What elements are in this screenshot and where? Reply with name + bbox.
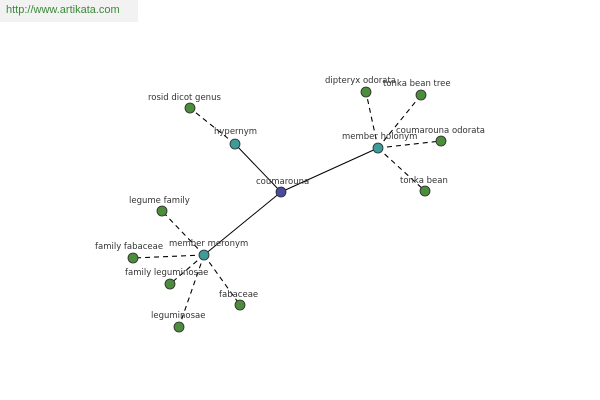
edge-member-meronym-to-legume-family <box>161 210 205 256</box>
edge-member-holonym-to-tonka-bean-tree <box>377 94 422 149</box>
node-label-family-leguminosae[interactable]: family leguminosae <box>125 268 208 278</box>
edge-member-meronym-to-fabaceae <box>203 254 241 306</box>
edge-member-meronym-to-family-leguminosae <box>169 254 205 285</box>
node-label-coumarouna-odorata[interactable]: coumarouna odorata <box>396 126 485 136</box>
edge-member-meronym-to-leguminosae <box>178 254 205 328</box>
edge-coumarouna-to-hypernym <box>234 143 282 193</box>
node-tonka-bean[interactable] <box>419 185 431 197</box>
node-legume-family[interactable] <box>156 205 168 217</box>
edge-hypernym-to-rosid-dicot-genus <box>189 107 236 145</box>
node-coumarouna[interactable] <box>275 186 287 198</box>
node-dipteryx-odorata[interactable] <box>360 86 372 98</box>
graph-nodes <box>127 86 447 333</box>
node-label-tonka-bean-tree[interactable]: tonka bean tree <box>383 79 451 89</box>
edge-member-holonym-to-dipteryx-odorata <box>365 91 379 149</box>
node-label-member-holonym[interactable]: member holonym <box>342 132 417 142</box>
node-rosid-dicot-genus[interactable] <box>184 102 196 114</box>
node-coumarouna-odorata[interactable] <box>435 135 447 147</box>
edge-member-holonym-to-coumarouna-odorata <box>377 140 442 149</box>
node-label-rosid-dicot-genus[interactable]: rosid dicot genus <box>148 93 221 103</box>
edge-coumarouna-to-member-meronym <box>203 191 282 256</box>
node-family-leguminosae[interactable] <box>164 278 176 290</box>
node-label-legume-family[interactable]: legume family <box>129 196 190 206</box>
node-member-meronym[interactable] <box>198 249 210 261</box>
graph-labels: coumarouna hypernym member holonym member m… <box>95 76 485 321</box>
edge-member-holonym-to-tonka-bean <box>377 147 426 192</box>
source-url[interactable]: http://www.artikata.com <box>0 0 138 22</box>
node-label-member-meronym[interactable]: member meronym <box>169 239 248 249</box>
node-label-family-fabaceae[interactable]: family fabaceae <box>95 242 163 252</box>
edge-coumarouna-to-member-holonym <box>280 147 379 193</box>
node-label-coumarouna[interactable]: coumarouna <box>256 177 309 187</box>
node-label-leguminosae[interactable]: leguminosae <box>151 311 205 321</box>
node-member-holonym[interactable] <box>372 142 384 154</box>
node-leguminosae[interactable] <box>173 321 185 333</box>
node-hypernym[interactable] <box>229 138 241 150</box>
node-tonka-bean-tree[interactable] <box>415 89 427 101</box>
edge-member-meronym-to-family-fabaceae <box>132 254 205 259</box>
node-family-fabaceae[interactable] <box>127 252 139 264</box>
node-label-tonka-bean[interactable]: tonka bean <box>400 176 448 186</box>
node-label-dipteryx-odorata[interactable]: dipteryx odorata <box>325 76 396 86</box>
graph-edges <box>132 91 442 328</box>
node-label-fabaceae[interactable]: fabaceae <box>219 290 258 300</box>
node-label-hypernym[interactable]: hypernym <box>214 127 257 137</box>
node-fabaceae[interactable] <box>234 299 246 311</box>
